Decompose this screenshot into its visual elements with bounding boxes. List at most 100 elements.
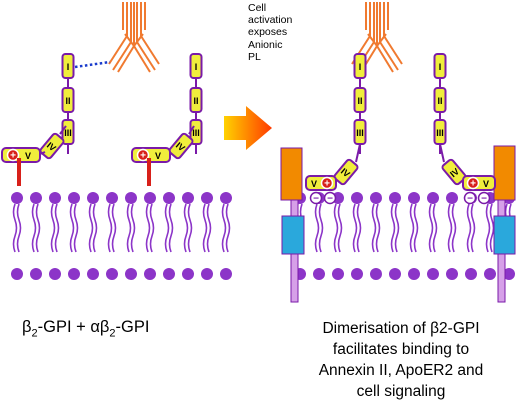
receptor-blue-block-left — [281, 215, 305, 255]
caption-right-line-1: Dimerisation of β2-GPI — [322, 320, 480, 337]
beta2gpi-right-2-domain-4: IV — [441, 158, 467, 186]
receptor-orange-block-left — [280, 147, 303, 201]
note-line-3: exposes — [248, 26, 288, 39]
beta2gpi-right-2-domain-5: +V — [462, 175, 496, 191]
beta2gpi-left-1-domain-1: I — [61, 53, 75, 79]
beta2gpi-left-1-domain-5: +V — [1, 147, 41, 163]
lipid-left-8 — [144, 192, 156, 280]
beta2gpi-right-1-charge-plus: + — [320, 176, 334, 190]
lipid-left-12 — [220, 192, 232, 280]
caption-left-suffix: -GPI — [115, 318, 150, 336]
beta2gpi-left-1-charge: + — [6, 148, 20, 162]
lipid-left-6 — [106, 192, 118, 280]
caption-right-line-3: Annexin II, ApoER2 and — [318, 362, 484, 379]
beta2gpi-right-2-charge-plus: + — [466, 176, 480, 190]
beta2gpi-left-2-domain-3-label: III — [192, 128, 200, 138]
lipid-left-3 — [49, 192, 61, 280]
beta2gpi-right-2-charge-plus-sign: + — [470, 179, 476, 190]
beta2gpi-left-1-domain-5-label: V — [25, 151, 31, 161]
caption-right-line-2: facilitates binding to — [332, 341, 470, 358]
lipid-left-5 — [87, 192, 99, 280]
lipid-left-9 — [163, 192, 175, 280]
lipid-left-2 — [30, 192, 42, 280]
beta2gpi-left-2-domain-5-label: V — [155, 151, 161, 161]
beta2gpi-left-1-domain-1-label: I — [67, 62, 70, 72]
lipid-left-7 — [125, 192, 137, 280]
beta2gpi-right-2-domain-1-label: I — [439, 62, 442, 72]
beta2gpi-right-1-domain-3: III — [353, 119, 367, 145]
beta2gpi-right-2-charge-minus-2: − — [477, 191, 491, 205]
activation-note: Cell activation exposes Anionic PL — [248, 2, 312, 63]
beta2gpi-left-1-domain-2-label: II — [65, 96, 70, 106]
beta2gpi-left-2-charge-sign: + — [140, 151, 146, 162]
note-line-4: Anionic — [248, 38, 283, 51]
lipid-right-7 — [408, 192, 420, 280]
beta2gpi-right-1-domain-4: IV — [333, 158, 359, 186]
anchor-left-1 — [17, 158, 21, 186]
transition-arrow-icon — [224, 106, 272, 150]
anchor-left-2 — [147, 158, 151, 186]
caption-left-prefix: β — [22, 318, 32, 336]
beta2gpi-right-1-domain-1: I — [353, 53, 367, 79]
beta2gpi-right-2-charge-minus-1: − — [463, 191, 477, 205]
beta2gpi-left-2-charge: + — [136, 148, 150, 162]
beta2gpi-right-2-domain-3: III — [433, 119, 447, 145]
note-line-2: activation — [248, 14, 293, 27]
lipid-right-2 — [313, 192, 325, 280]
beta2gpi-right-2-domain-5-label: V — [483, 179, 489, 189]
caption-left-mid: -GPI + αβ — [37, 318, 110, 336]
beta2gpi-left-2-domain-1: I — [189, 53, 203, 79]
beta2gpi-right-2-domain-3-label: III — [436, 128, 444, 138]
caption-right-line-4: cell signaling — [356, 383, 446, 400]
antibody-icon-left — [108, 2, 160, 73]
binding-dotted-line — [74, 60, 111, 69]
caption-left-sub1: 2 — [31, 327, 38, 340]
receptor-orange-block-right — [493, 145, 516, 201]
beta2gpi-right-1-domain-2: II — [353, 87, 367, 113]
lipid-left-10 — [182, 192, 194, 280]
beta2gpi-right-2-charge-minus-1-sign: − — [467, 194, 473, 205]
beta2gpi-right-1-domain-5-label: V — [311, 179, 317, 189]
caption-left-sub2: 2 — [109, 327, 116, 340]
beta2gpi-right-2-domain-1: I — [433, 53, 447, 79]
receptor-blue-block-right — [493, 215, 516, 255]
note-line-5: PL — [248, 50, 261, 63]
beta2gpi-left-2-domain-1-label: I — [195, 62, 198, 72]
caption-right: Dimerisation of β2-GPI facilitates bindi… — [282, 318, 520, 402]
receptor-right — [493, 145, 516, 303]
lipid-right-3 — [332, 192, 344, 280]
beta2gpi-right-2-domain-2: II — [433, 87, 447, 113]
lipid-right-5 — [370, 192, 382, 280]
receptor-left — [280, 147, 305, 303]
lipid-right-8 — [427, 192, 439, 280]
beta2gpi-left-2-domain-2: II — [189, 87, 203, 113]
beta2gpi-right-1-charge-minus-2: − — [323, 191, 337, 205]
lipid-right-4 — [351, 192, 363, 280]
lipid-left-4 — [68, 192, 80, 280]
beta2gpi-right-2-charge-minus-2-sign: − — [481, 194, 487, 205]
membrane-bilayer-right — [294, 192, 515, 280]
beta2gpi-right-1-charge-minus-2-sign: − — [327, 194, 333, 205]
beta2gpi-right-1-domain-2-label: II — [357, 96, 362, 106]
beta2gpi-right-1-charge-minus-1: − — [309, 191, 323, 205]
beta2gpi-left-2-domain-4: IV — [168, 132, 194, 160]
beta2gpi-right-1-domain-5: V+ — [305, 175, 337, 191]
lipid-right-6 — [389, 192, 401, 280]
beta2gpi-left-1-domain-2: II — [61, 87, 75, 113]
beta2gpi-left-1-charge-sign: + — [10, 151, 16, 162]
lipid-right-10 — [465, 192, 477, 280]
membrane-bilayer-left — [11, 192, 232, 280]
note-line-1: Cell — [248, 2, 267, 14]
lipid-left-1 — [11, 192, 23, 280]
beta2gpi-left-2-domain-2-label: II — [193, 96, 198, 106]
beta2gpi-right-1-charge-minus-1-sign: − — [313, 194, 319, 205]
caption-left: β2-GPI + αβ2-GPI — [22, 318, 242, 339]
beta2gpi-left-1-domain-3-label: III — [64, 128, 72, 138]
beta2gpi-right-1-domain-3-label: III — [356, 128, 364, 138]
beta2gpi-right-1-domain-1-label: I — [359, 62, 362, 72]
